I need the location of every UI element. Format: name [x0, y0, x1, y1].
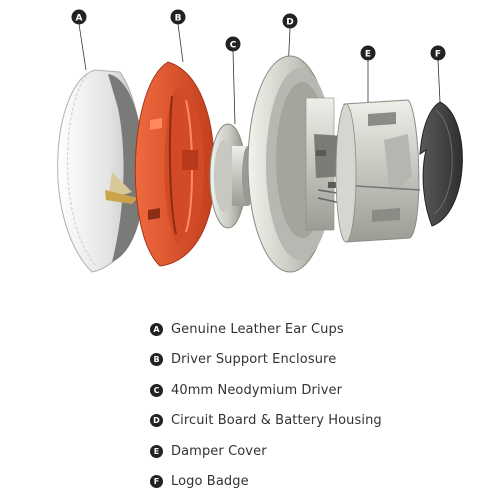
- parts-legend: A Genuine Leather Ear Cups B Driver Supp…: [150, 314, 480, 497]
- svg-text:F: F: [435, 49, 441, 59]
- legend-item-d: D Circuit Board & Battery Housing: [150, 406, 480, 437]
- part-f-logo-badge: [419, 101, 463, 227]
- part-a-ear-cup: [57, 69, 145, 273]
- marker-c: C: [225, 36, 241, 52]
- part-d-housing: [247, 55, 357, 273]
- legend-badge-f: F: [150, 475, 163, 489]
- legend-item-f: F Logo Badge: [150, 467, 480, 498]
- svg-text:A: A: [76, 13, 83, 23]
- legend-badge-c: C: [150, 383, 163, 397]
- svg-text:E: E: [365, 49, 371, 59]
- svg-text:D: D: [286, 17, 293, 27]
- part-e-damper-cover: [335, 99, 421, 243]
- marker-b: B: [170, 9, 186, 25]
- legend-label-a: Genuine Leather Ear Cups: [171, 321, 344, 337]
- legend-label-b: Driver Support Enclosure: [171, 352, 337, 368]
- legend-badge-b: B: [150, 353, 163, 367]
- leader-lines: [78, 23, 441, 125]
- legend-item-c: C 40mm Neodymium Driver: [150, 375, 480, 406]
- legend-label-e: Damper Cover: [171, 443, 267, 459]
- legend-badge-a: A: [150, 322, 163, 336]
- legend-item-a: A Genuine Leather Ear Cups: [150, 314, 480, 345]
- marker-e: E: [360, 45, 376, 61]
- legend-label-c: 40mm Neodymium Driver: [171, 382, 343, 398]
- legend-label-f: Logo Badge: [171, 474, 249, 490]
- svg-text:B: B: [175, 13, 182, 23]
- legend-label-d: Circuit Board & Battery Housing: [171, 413, 382, 429]
- marker-a: A: [71, 9, 87, 25]
- part-b-support-enclosure: [134, 61, 215, 267]
- exploded-headphone-diagram: A B C D E F: [57, 9, 463, 273]
- part-c-driver: [209, 123, 254, 229]
- legend-item-e: E Damper Cover: [150, 436, 480, 467]
- legend-badge-e: E: [150, 444, 163, 458]
- marker-f: F: [430, 45, 446, 61]
- svg-text:C: C: [230, 40, 237, 50]
- marker-d: D: [282, 13, 298, 29]
- legend-item-b: B Driver Support Enclosure: [150, 345, 480, 376]
- legend-badge-d: D: [150, 414, 163, 428]
